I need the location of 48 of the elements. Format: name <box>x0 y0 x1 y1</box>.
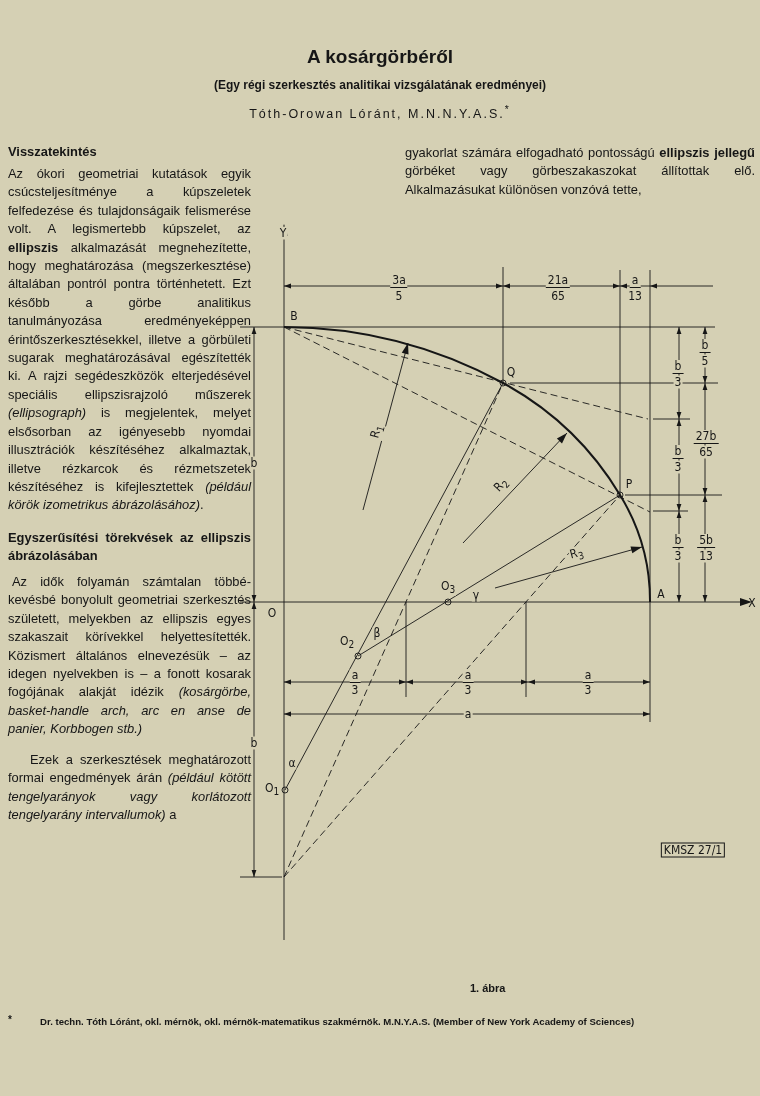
dimension-label: a <box>462 669 474 683</box>
point-label: Y <box>278 226 288 240</box>
subtitle: (Egy régi szerkesztés analitikai vizsgálatának eredményei) <box>212 78 548 92</box>
body-paragraph: Az idők folyamán számtalan többé-kevésbé bonyolult geometriai szerkesztés született, melyekben az ellipszis egyes szakaszait körívekkel helyettesítették. Közismert általános elnevezésük – az idegen nyelvekben is – a fonott kosarak fogójának alakját idézik (kosárgörbe, basket-handle arch, arc en anse de panier, Korbbogen stb.) <box>8 573 251 739</box>
dimension-label: 5b <box>697 534 715 548</box>
dimension-label: b <box>672 445 684 459</box>
figure-caption: 1. ábra <box>470 982 506 994</box>
dimension-label: b <box>249 736 259 750</box>
dimension-label: 3 <box>673 375 683 389</box>
dimension-label: 3 <box>463 683 473 697</box>
dimension-label: b <box>699 339 711 353</box>
dimension-label: 3 <box>673 460 683 474</box>
point-label: X <box>747 596 757 610</box>
point-label: Q <box>505 365 517 379</box>
point-label: O$_{3}$ <box>439 579 457 597</box>
dimension-label: a <box>582 669 594 683</box>
dimension-label: 13 <box>627 289 643 303</box>
point-label: β <box>372 626 382 640</box>
article-title: A kosárgörbéről <box>305 46 455 68</box>
dimension-label: a <box>629 274 641 288</box>
dimension-label: 65 <box>698 445 714 459</box>
dimension-label: b <box>672 360 684 374</box>
dimension-label: 27b <box>693 430 719 444</box>
dimension-label: 21a <box>545 274 571 288</box>
dimension-label: 3 <box>350 683 360 697</box>
dimension-label: 3 <box>673 549 683 563</box>
body-paragraph: Ezek a szerkesztések meghatározott formai engedmények árán (például kötött tengelyarányok vagy korlátozott tengelyarány intervallumok) a <box>8 751 251 825</box>
footnote-mark: * <box>8 1014 12 1025</box>
point-label: B <box>289 309 299 323</box>
body-paragraph: gyakorlat számára elfogadható pontosságú ellipszis jellegű görbéket vagy görbeszakaszokat állítottak elő. Alkalmazásukat különösen vonzóvá tette, <box>405 144 755 199</box>
dimension-label: 5 <box>394 289 404 303</box>
point-label: A <box>656 587 666 601</box>
dimension-label: b <box>249 456 259 470</box>
dimension-label: 65 <box>550 289 566 303</box>
dimension-label: 13 <box>698 549 714 563</box>
dimension-label: b <box>672 534 684 548</box>
dimension-label: a <box>349 669 361 683</box>
dimension-label: 3 <box>583 683 593 697</box>
point-label: P <box>624 477 634 491</box>
section-heading: Egyszerűsítési törekvések az ellipszis ábrázolásában <box>8 529 251 565</box>
section-heading: Visszatekintés <box>8 143 97 161</box>
footnote: Dr. techn. Tóth Lóránt, okl. mérnök, okl. mérnök-matematikus szakmérnök. M.N.Y.A.S. (Member of New York Academy of Sciences) <box>40 1015 636 1029</box>
point-label: O <box>266 606 278 620</box>
figure-code: KMSZ 27/1 <box>660 842 726 858</box>
body-paragraph: Az ókori geometriai kutatások egyik csúcsteljesítménye a kúpszeletek felfedezése és tulajdonságaik felismerése volt. A legismertebb kúpszelet, az ellipszis alkalmazását megnehezítette, hogy meghatározása (megszerkesztése) általában pontról pontra történhetett. Ezt később a görbe analitikus tanulmányozása eredményeképpen érintőszerkesztésekkel, illetve a görbületi sugarak meghatározásával egészítették ki. A rajzi segédeszközök elterjedésével speciális ellipszisrajzoló műszerek (ellipsograph) is megjelentek, melyet elsősorban az igényesebb nyomdai illusztrációk készítéséhez alkalmaztak, illetve rézkarcok és rézmetszetek készítéséhez is kifejlesztettek (például körök izometrikus ábrázolásához). <box>8 165 251 515</box>
dimension-label: 5 <box>700 354 710 368</box>
dimension-label: 3a <box>390 274 408 288</box>
author-line: Tóth-Orowan Lóránt, M.N.N.Y.A.S.$^{*}$ <box>248 104 512 122</box>
